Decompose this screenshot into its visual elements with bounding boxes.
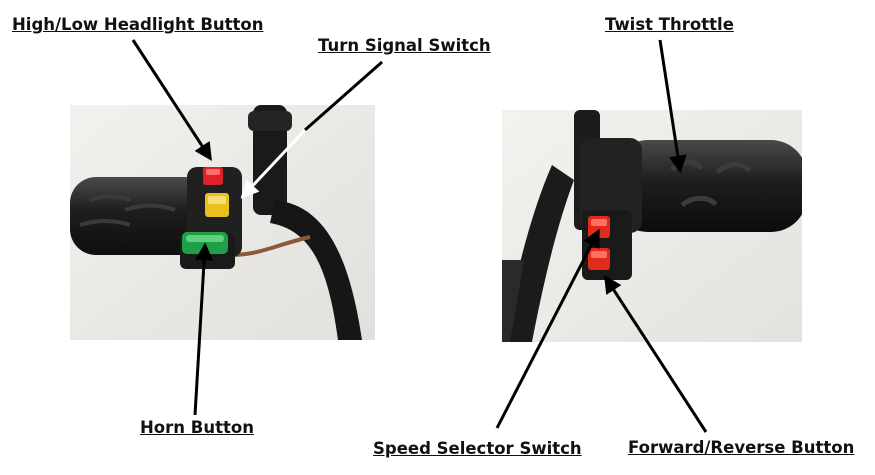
horn-label: Horn Button bbox=[140, 418, 254, 437]
switch-housing bbox=[580, 138, 642, 233]
headlight-label: High/Low Headlight Button bbox=[12, 15, 264, 34]
headlight-button-highlight bbox=[206, 169, 220, 175]
left-handlebar-photo bbox=[70, 105, 375, 340]
speed-selector-label: Speed Selector Switch bbox=[373, 439, 582, 458]
left-handlebar-illustration bbox=[70, 105, 375, 340]
horn-button-highlight bbox=[186, 235, 224, 242]
forward-reverse-label: Forward/Reverse Button bbox=[628, 438, 855, 457]
turn-signal-highlight bbox=[208, 196, 226, 204]
throttle-label: Twist Throttle bbox=[605, 15, 734, 34]
right-handlebar-photo bbox=[502, 110, 802, 342]
stem-clamp bbox=[248, 111, 292, 131]
grip-texture bbox=[79, 194, 176, 227]
right-handlebar-illustration bbox=[502, 110, 802, 342]
handlebar-curve bbox=[270, 200, 362, 340]
forward-reverse-highlight bbox=[591, 251, 607, 258]
speed-selector-highlight bbox=[591, 219, 607, 226]
turn-signal-label: Turn Signal Switch bbox=[318, 36, 491, 55]
wire bbox=[229, 235, 311, 257]
